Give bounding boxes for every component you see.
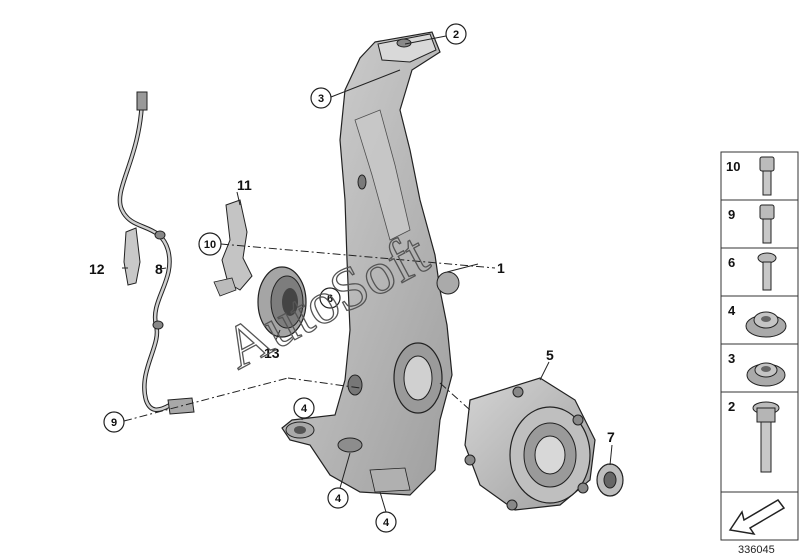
callout-3: 3 [310, 87, 332, 109]
svg-text:3: 3 [728, 351, 735, 366]
callout-9: 9 [103, 411, 125, 433]
callout-2: 2 [445, 23, 467, 45]
document-number: 336045 [738, 544, 775, 556]
label-12: 12 [89, 261, 105, 277]
panel-cell-6: 6 [720, 247, 799, 297]
collar-nut [596, 463, 624, 497]
cable-clip [123, 227, 141, 286]
svg-text:2: 2 [453, 29, 459, 41]
callout-4-upper: 4 [293, 397, 315, 419]
wheel-speed-sensor [117, 91, 195, 415]
svg-text:9: 9 [728, 207, 735, 222]
callout-6: 6 [319, 287, 341, 309]
svg-text:4: 4 [383, 517, 390, 529]
label-8: 8 [155, 261, 163, 277]
svg-text:3: 3 [318, 93, 324, 105]
label-13: 13 [264, 345, 280, 361]
svg-text:10: 10 [726, 159, 740, 174]
label-11: 11 [237, 177, 252, 193]
svg-text:4: 4 [728, 303, 736, 318]
label-1: 1 [497, 260, 505, 276]
steering-knuckle [281, 31, 460, 496]
callout-10: 10 [198, 232, 222, 256]
panel-cell-10: 10 [720, 151, 799, 201]
callout-4-lower: 4 [375, 511, 397, 533]
direction-arrow-icon [728, 499, 786, 536]
svg-text:4: 4 [335, 493, 342, 505]
protection-plate [257, 266, 307, 338]
label-5: 5 [546, 347, 554, 363]
svg-text:2: 2 [728, 399, 735, 414]
svg-text:6: 6 [728, 255, 735, 270]
panel-cell-2: 2 [720, 391, 799, 493]
panel-cell-direction [720, 491, 799, 541]
callout-4-middle: 4 [327, 487, 349, 509]
wheel-hub [464, 377, 596, 511]
svg-text:6: 6 [327, 293, 333, 305]
svg-text:10: 10 [204, 239, 216, 251]
panel-cell-3: 3 [720, 343, 799, 393]
svg-text:9: 9 [111, 417, 117, 429]
panel-cell-4: 4 [720, 295, 799, 345]
svg-text:4: 4 [301, 403, 308, 415]
hardware-panel: 10 9 6 4 3 [720, 151, 799, 541]
panel-cell-9: 9 [720, 199, 799, 249]
label-7: 7 [607, 429, 615, 445]
